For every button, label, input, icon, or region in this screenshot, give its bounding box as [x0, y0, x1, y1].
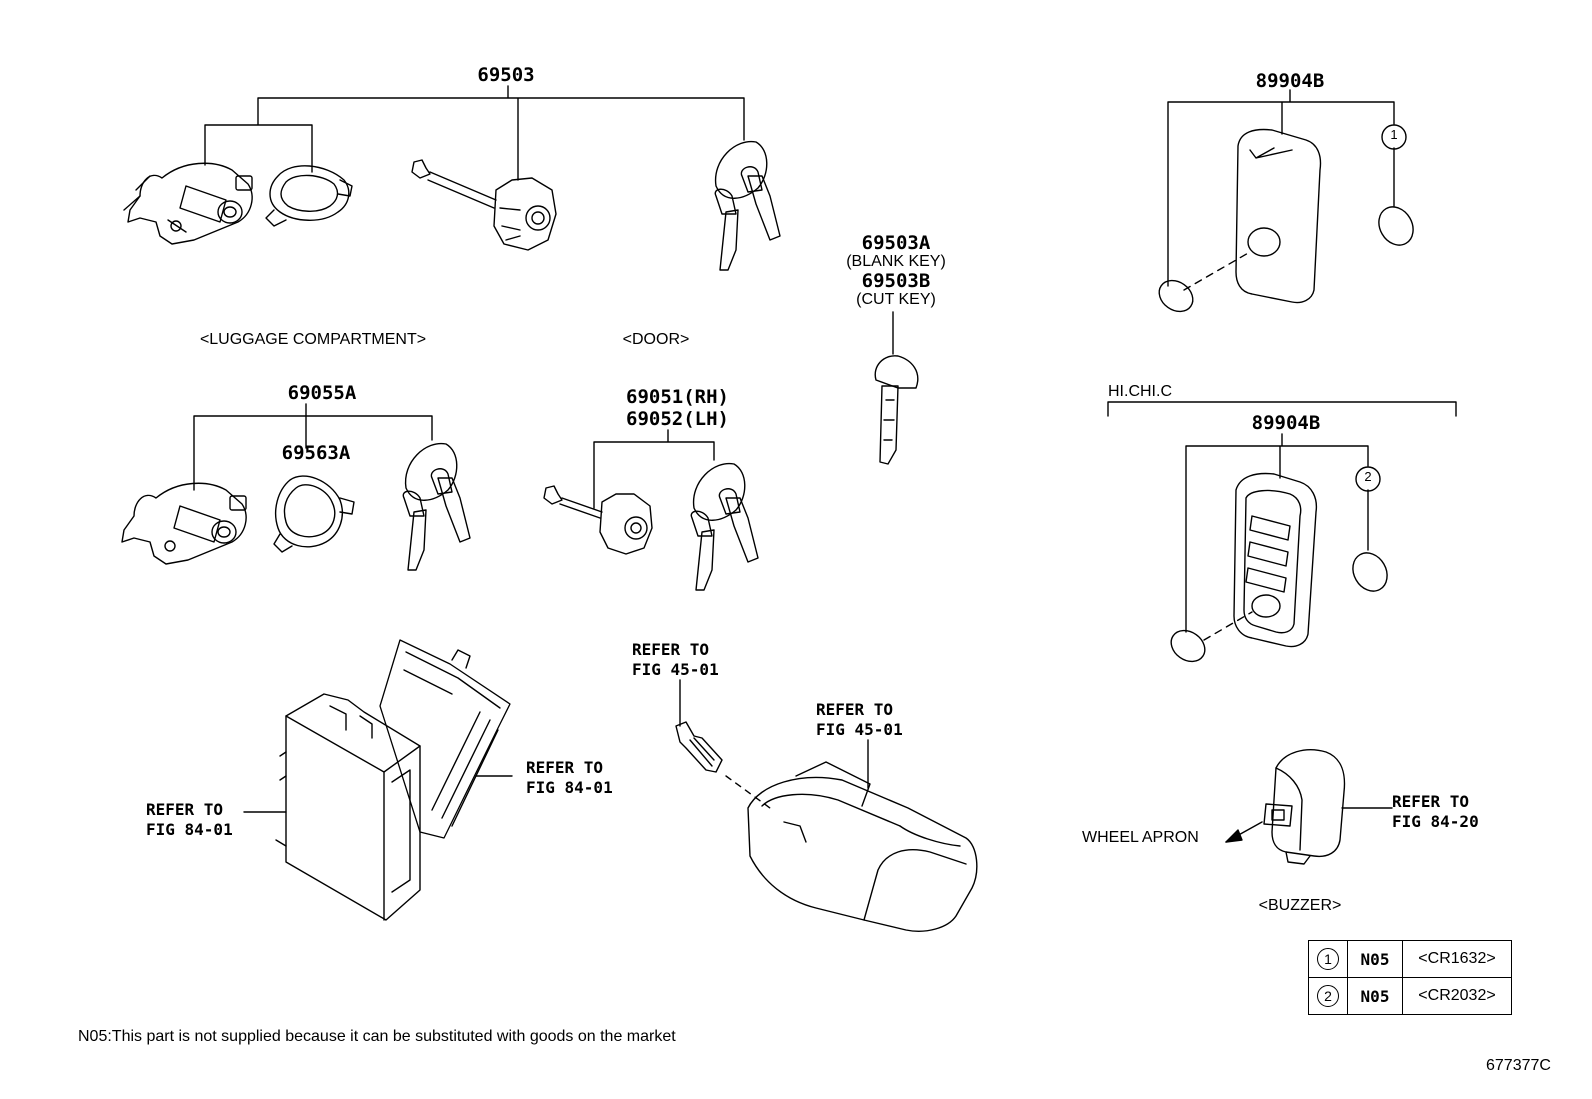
refer-to-text: REFER TO — [526, 758, 604, 777]
smart-key-fob-icon — [1170, 466, 1388, 663]
luggage-lock-cylinder-icon — [123, 162, 253, 245]
battery-legend-table: 1 N05 <CR1632> 2 N05 <CR2032> — [1308, 940, 1512, 1015]
refer-to-fig-84-01-right[interactable]: REFER TO FIG 84-01 — [526, 758, 613, 798]
fig-84-20-link[interactable]: FIG 84-20 — [1392, 812, 1479, 831]
fig-84-01-link[interactable]: FIG 84-01 — [526, 778, 613, 797]
part-number-69052-lh: 69052(LH) — [626, 408, 729, 430]
legend-row: 2 N05 <CR2032> — [1308, 977, 1512, 1015]
smart-key-fob-icon — [1158, 124, 1414, 313]
part-number-69563a: 69563A — [281, 442, 351, 464]
part-number-69503b: 69503B — [861, 270, 931, 292]
caption-luggage-compartment: <LUGGAGE COMPARTMENT> — [199, 331, 427, 348]
refer-to-text: REFER TO — [632, 640, 710, 659]
part-number-69503a: 69503A — [861, 232, 931, 254]
legend-battery: <CR2032> — [1402, 977, 1512, 1015]
door-cylinder-rod-icon — [543, 485, 653, 555]
wheel-apron-label: WHEEL APRON — [1082, 829, 1199, 846]
buzzer-icon — [1225, 749, 1393, 865]
gasket-icon — [273, 475, 355, 553]
refer-to-fig-84-20[interactable]: REFER TO FIG 84-20 — [1392, 792, 1479, 832]
callout-2: 2 — [1364, 469, 1372, 484]
legend-row: 1 N05 <CR1632> — [1308, 940, 1512, 978]
leader-69503 — [204, 85, 745, 181]
refer-to-fig-45-01-lower[interactable]: REFER TO FIG 45-01 — [816, 700, 903, 740]
refer-to-text: REFER TO — [1392, 792, 1470, 811]
callout-number: 2 — [1317, 985, 1339, 1007]
luggage-lock-cylinder-icon — [121, 482, 247, 565]
legend-code: N05 — [1347, 940, 1403, 978]
grade-label: HI.CHI.C — [1108, 383, 1172, 400]
cut-key-label: (CUT KEY) — [856, 291, 936, 308]
key-pair-icon — [714, 140, 781, 271]
grade-bracket — [1107, 401, 1457, 417]
caption-door: <DOOR> — [622, 331, 690, 348]
refer-to-fig-84-01-left[interactable]: REFER TO FIG 84-01 — [146, 800, 233, 840]
key-pair-icon — [402, 442, 471, 571]
fig-45-01-link[interactable]: FIG 45-01 — [632, 660, 719, 679]
diagram-id: 677377C — [1486, 1057, 1551, 1074]
callout-number: 1 — [1317, 948, 1339, 970]
part-number-69503: 69503 — [477, 64, 535, 86]
luggage-gasket-icon — [265, 165, 353, 227]
key-pair-icon — [690, 462, 759, 591]
refer-to-fig-45-01-upper[interactable]: REFER TO FIG 45-01 — [632, 640, 719, 680]
part-number-89904b-top: 89904B — [1255, 70, 1325, 92]
ecu-module-icon — [243, 639, 513, 921]
leader-89904b-bottom — [1185, 433, 1369, 633]
part-number-89904b-bottom: 89904B — [1251, 412, 1321, 434]
blank-key-icon — [874, 311, 919, 465]
fig-84-01-link[interactable]: FIG 84-01 — [146, 820, 233, 839]
leader-89904b-top — [1167, 89, 1395, 287]
footnote: N05:This part is not supplied because it… — [78, 1028, 676, 1045]
part-number-69055a: 69055A — [287, 382, 357, 404]
blank-key-label: (BLANK KEY) — [846, 253, 946, 270]
caption-buzzer: <BUZZER> — [1258, 897, 1342, 914]
callout-1: 1 — [1390, 127, 1398, 142]
ignition-coil-assembly-icon — [675, 679, 978, 932]
refer-to-text: REFER TO — [146, 800, 224, 819]
legend-code: N05 — [1347, 977, 1403, 1015]
door-cylinder-rod-icon — [411, 159, 557, 251]
refer-to-text: REFER TO — [816, 700, 894, 719]
legend-battery: <CR1632> — [1402, 940, 1512, 978]
fig-45-01-link[interactable]: FIG 45-01 — [816, 720, 903, 739]
leader-69055a — [193, 403, 433, 491]
part-number-69051-rh: 69051(RH) — [626, 386, 729, 408]
leader-69051-69052 — [593, 429, 715, 509]
